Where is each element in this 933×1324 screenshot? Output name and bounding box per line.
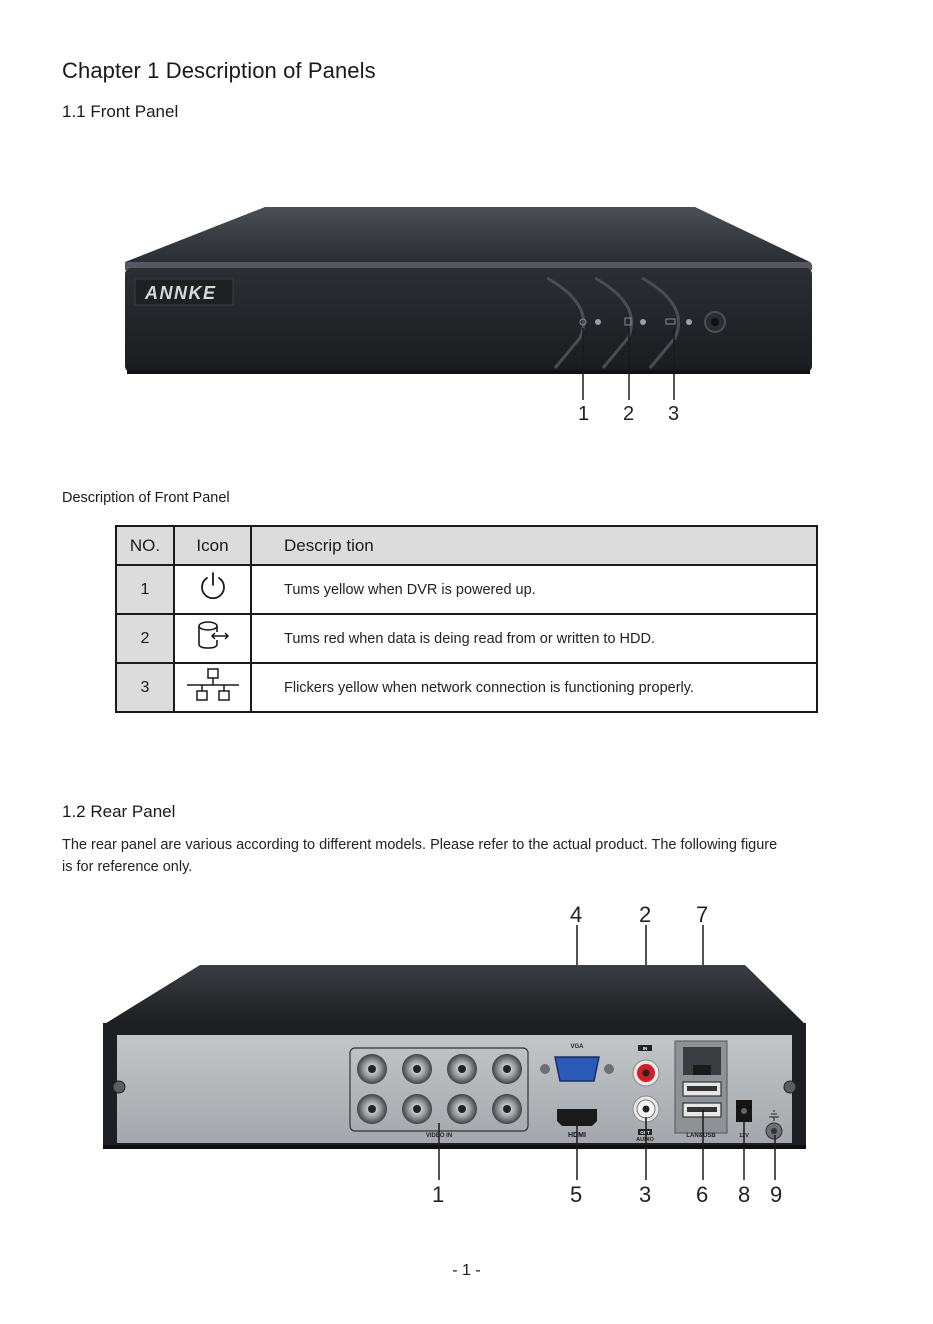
row-description: Tums yellow when DVR is powered up. bbox=[250, 564, 818, 615]
lan-usb-label: LAN&USB bbox=[686, 1133, 716, 1139]
rear-callout-1: 1 bbox=[432, 1182, 444, 1207]
rear-panel-heading: 1.2 Rear Panel bbox=[62, 802, 176, 821]
chapter-title: Chapter 1 Description of Panels bbox=[62, 58, 376, 83]
front-panel-table: NO. Icon Descrip tion 1 Tums yellow when… bbox=[115, 525, 818, 713]
header-icon: Icon bbox=[173, 525, 252, 566]
led-network-icon bbox=[665, 318, 676, 325]
table-row: 3 Flickers yellow when network connectio… bbox=[115, 662, 818, 713]
row-description: Tums red when data is deing read from or… bbox=[250, 613, 818, 664]
icon-cell bbox=[173, 613, 252, 664]
brand-logo: ANNKE bbox=[144, 283, 217, 303]
dvr-front-face bbox=[125, 268, 812, 372]
led-hdd-icon bbox=[624, 317, 632, 326]
rear-callout-2: 2 bbox=[639, 902, 651, 927]
front-panel-image: ANNKE 1 2 3 bbox=[125, 207, 813, 425]
rear-callout-6: 6 bbox=[696, 1182, 708, 1207]
row-number: 3 bbox=[115, 662, 175, 713]
led-power-icon bbox=[579, 318, 587, 326]
dvr-top-surface bbox=[125, 207, 810, 262]
rear-panel-image: 4 2 7 VIDEO IN VGA HDMI IN OUT AUDIO bbox=[103, 902, 806, 1207]
audio-out-label: OUT bbox=[640, 1130, 650, 1135]
hdd-icon bbox=[197, 621, 229, 649]
table-header-row: NO. Icon Descrip tion bbox=[115, 525, 818, 566]
rear-callout-3: 3 bbox=[639, 1182, 651, 1207]
rear-callout-5: 5 bbox=[570, 1182, 582, 1207]
power-icon bbox=[200, 572, 225, 600]
dvr-top-surface bbox=[103, 965, 806, 1025]
led-network bbox=[686, 319, 692, 325]
led-hdd bbox=[640, 319, 646, 325]
icon-cell bbox=[173, 564, 252, 615]
row-number: 1 bbox=[115, 564, 175, 615]
ground-icon bbox=[769, 1110, 779, 1121]
rear-callout-7: 7 bbox=[696, 902, 708, 927]
row-number: 2 bbox=[115, 613, 175, 664]
rear-bottom-callout-lines bbox=[438, 1110, 776, 1180]
rear-panel-paragraph: The rear panel are various according to … bbox=[62, 837, 778, 875]
rear-callout-9: 9 bbox=[770, 1182, 782, 1207]
front-panel-heading: 1.1 Front Panel bbox=[62, 102, 179, 121]
row-description: Flickers yellow when network connection … bbox=[250, 662, 818, 713]
led-power bbox=[595, 319, 601, 325]
vga-port bbox=[554, 1056, 600, 1082]
table-row: 1 Tums yellow when DVR is powered up. bbox=[115, 564, 818, 615]
rear-callout-4: 4 bbox=[570, 902, 582, 927]
front-callout-1: 1 bbox=[578, 403, 589, 425]
page-number: - 1 - bbox=[452, 1262, 481, 1279]
bnc-connectors bbox=[357, 1054, 522, 1124]
front-callout-2: 2 bbox=[623, 403, 634, 425]
table-caption: Description of Front Panel bbox=[62, 490, 230, 506]
icon-cell bbox=[173, 662, 252, 713]
hdmi-port bbox=[557, 1109, 597, 1126]
front-callout-3: 3 bbox=[668, 403, 679, 425]
table-row: 2 Tums red when data is deing read from … bbox=[115, 613, 818, 664]
front-callout-lines bbox=[582, 328, 675, 400]
audio-in-label: IN bbox=[643, 1046, 648, 1051]
rear-callout-8: 8 bbox=[738, 1182, 750, 1207]
network-icon bbox=[186, 668, 239, 701]
header-description: Descrip tion bbox=[250, 525, 818, 566]
vga-label: VGA bbox=[570, 1044, 584, 1050]
header-no: NO. bbox=[115, 525, 175, 566]
